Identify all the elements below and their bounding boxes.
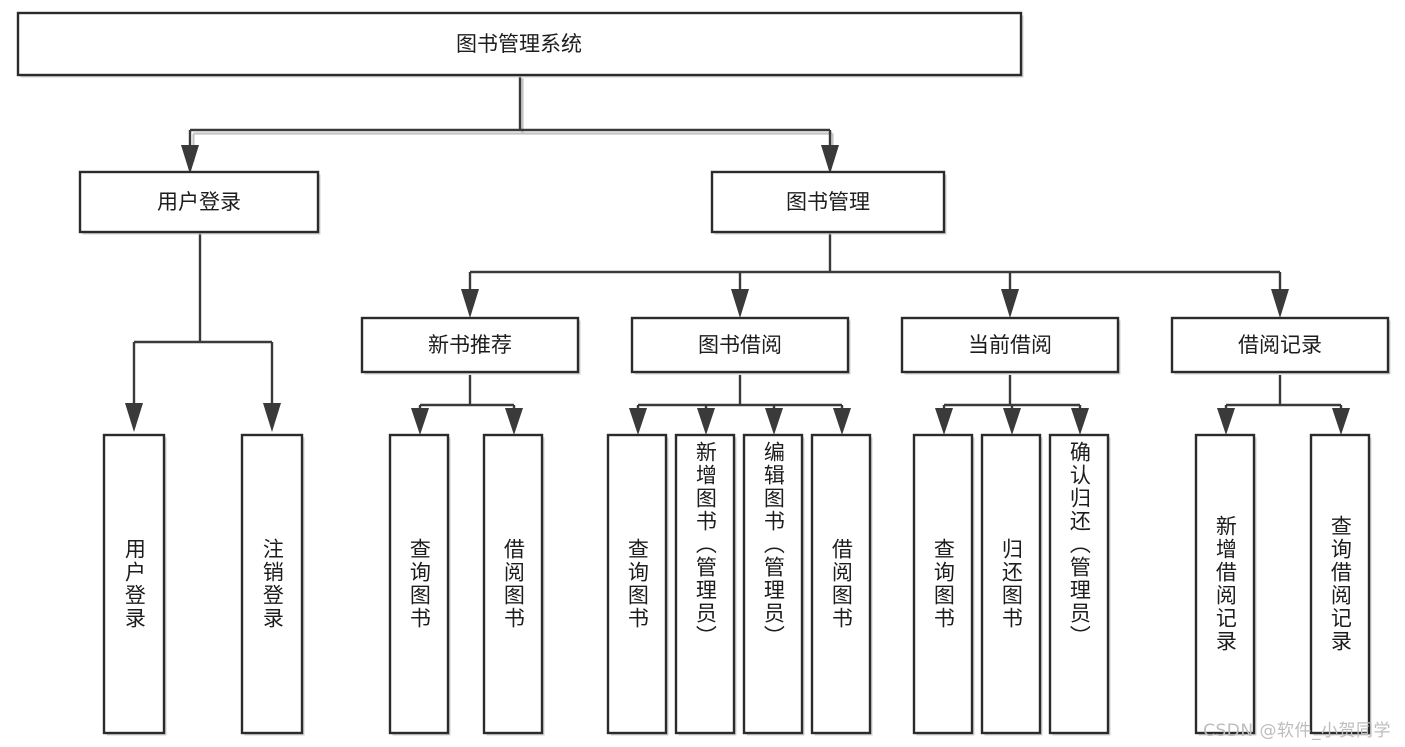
arrow-head-to-leaf-query-book-3 — [935, 408, 953, 435]
node-root-box[interactable] — [16, 11, 1023, 77]
arrow-head-to-leaf-edit-book — [765, 408, 783, 435]
node-user-login-box[interactable] — [78, 170, 320, 234]
leaf-boxes-layer — [102, 433, 1372, 736]
leaf-query-book-1-box[interactable] — [388, 433, 450, 735]
connector-book-manage-bus — [468, 233, 1282, 292]
leaf-confirm-return-box[interactable] — [1048, 433, 1110, 735]
node-current-borrow[interactable]: 当前借阅 — [900, 316, 1121, 375]
arrow-head-to-leaf-confirm-return — [1071, 408, 1089, 435]
leaf-add-record-box[interactable] — [1194, 433, 1256, 735]
arrow-head-to-leaf-return-book — [1003, 408, 1021, 435]
connector-root-bus — [188, 75, 832, 158]
node-new-book-rec-label: 新书推荐 — [428, 333, 512, 357]
node-book-manage-label: 图书管理 — [786, 190, 870, 214]
node-new-book-rec[interactable]: 新书推荐 — [360, 316, 581, 375]
node-root[interactable]: 图书管理系统 — [16, 11, 1024, 78]
leaf-edit-book-box[interactable] — [742, 433, 804, 735]
connector-root-bus-shadow — [192, 78, 834, 162]
arrow-head-to-new-book-rec — [461, 289, 479, 318]
arrow-head-to-leaf-borrow-book-1 — [505, 408, 523, 435]
arrow-head-to-book-manage — [821, 145, 839, 174]
arrow-head-to-leaf-borrow-book-2 — [833, 408, 851, 435]
arrow-head-to-leaf-query-book-2 — [629, 408, 647, 435]
node-book-manage[interactable]: 图书管理 — [710, 170, 947, 235]
arrow-head-to-leaf-user-login — [125, 403, 143, 432]
node-borrow-record-box[interactable] — [1170, 316, 1390, 374]
leaf-borrow-book-1-box[interactable] — [482, 433, 544, 735]
arrow-head-to-leaf-logout — [263, 403, 281, 432]
arrow-head-to-current-borrow — [1001, 289, 1019, 318]
connector-new-book-rec-bus — [418, 375, 516, 414]
node-borrow-record-label: 借阅记录 — [1238, 333, 1322, 357]
node-current-borrow-box[interactable] — [900, 316, 1120, 374]
arrow-head-to-leaf-query-book-1 — [411, 408, 429, 435]
node-book-borrow-label: 图书借阅 — [698, 333, 782, 357]
connector-book-borrow-bus — [636, 375, 844, 414]
node-user-login[interactable]: 用户登录 — [78, 170, 321, 235]
connector-user-login-bus — [132, 233, 274, 408]
node-current-borrow-label: 当前借阅 — [968, 333, 1052, 357]
leaf-query-book-3-box[interactable] — [912, 433, 974, 735]
leaf-logout-box[interactable] — [240, 433, 304, 735]
node-book-borrow[interactable]: 图书借阅 — [630, 316, 851, 375]
leaf-user-login-box[interactable] — [102, 433, 166, 735]
connector-borrow-record-bus — [1224, 375, 1343, 414]
node-new-book-rec-box[interactable] — [360, 316, 580, 374]
arrow-head-to-leaf-add-record — [1217, 408, 1235, 435]
leaf-add-book-box[interactable] — [674, 433, 736, 735]
arrow-head-to-leaf-query-record — [1332, 408, 1350, 435]
node-user-login-label: 用户登录 — [157, 190, 241, 214]
leaf-borrow-book-2-box[interactable] — [810, 433, 872, 735]
node-borrow-record[interactable]: 借阅记录 — [1170, 316, 1391, 375]
leaf-return-book-box[interactable] — [980, 433, 1042, 735]
node-root-label: 图书管理系统 — [456, 32, 582, 56]
node-book-manage-box[interactable] — [710, 170, 946, 234]
arrow-head-to-user-login — [181, 145, 199, 174]
arrow-head-to-leaf-add-book — [697, 408, 715, 435]
csdn-watermark: CSDN @软件_小贺同学 — [1203, 721, 1391, 741]
node-book-borrow-box[interactable] — [630, 316, 850, 374]
connector-layer — [125, 75, 1350, 435]
leaf-query-book-2-box[interactable] — [606, 433, 668, 735]
arrow-head-to-book-borrow — [731, 289, 749, 318]
arrow-head-to-borrow-record — [1271, 289, 1289, 318]
leaf-query-record-box[interactable] — [1309, 433, 1371, 735]
